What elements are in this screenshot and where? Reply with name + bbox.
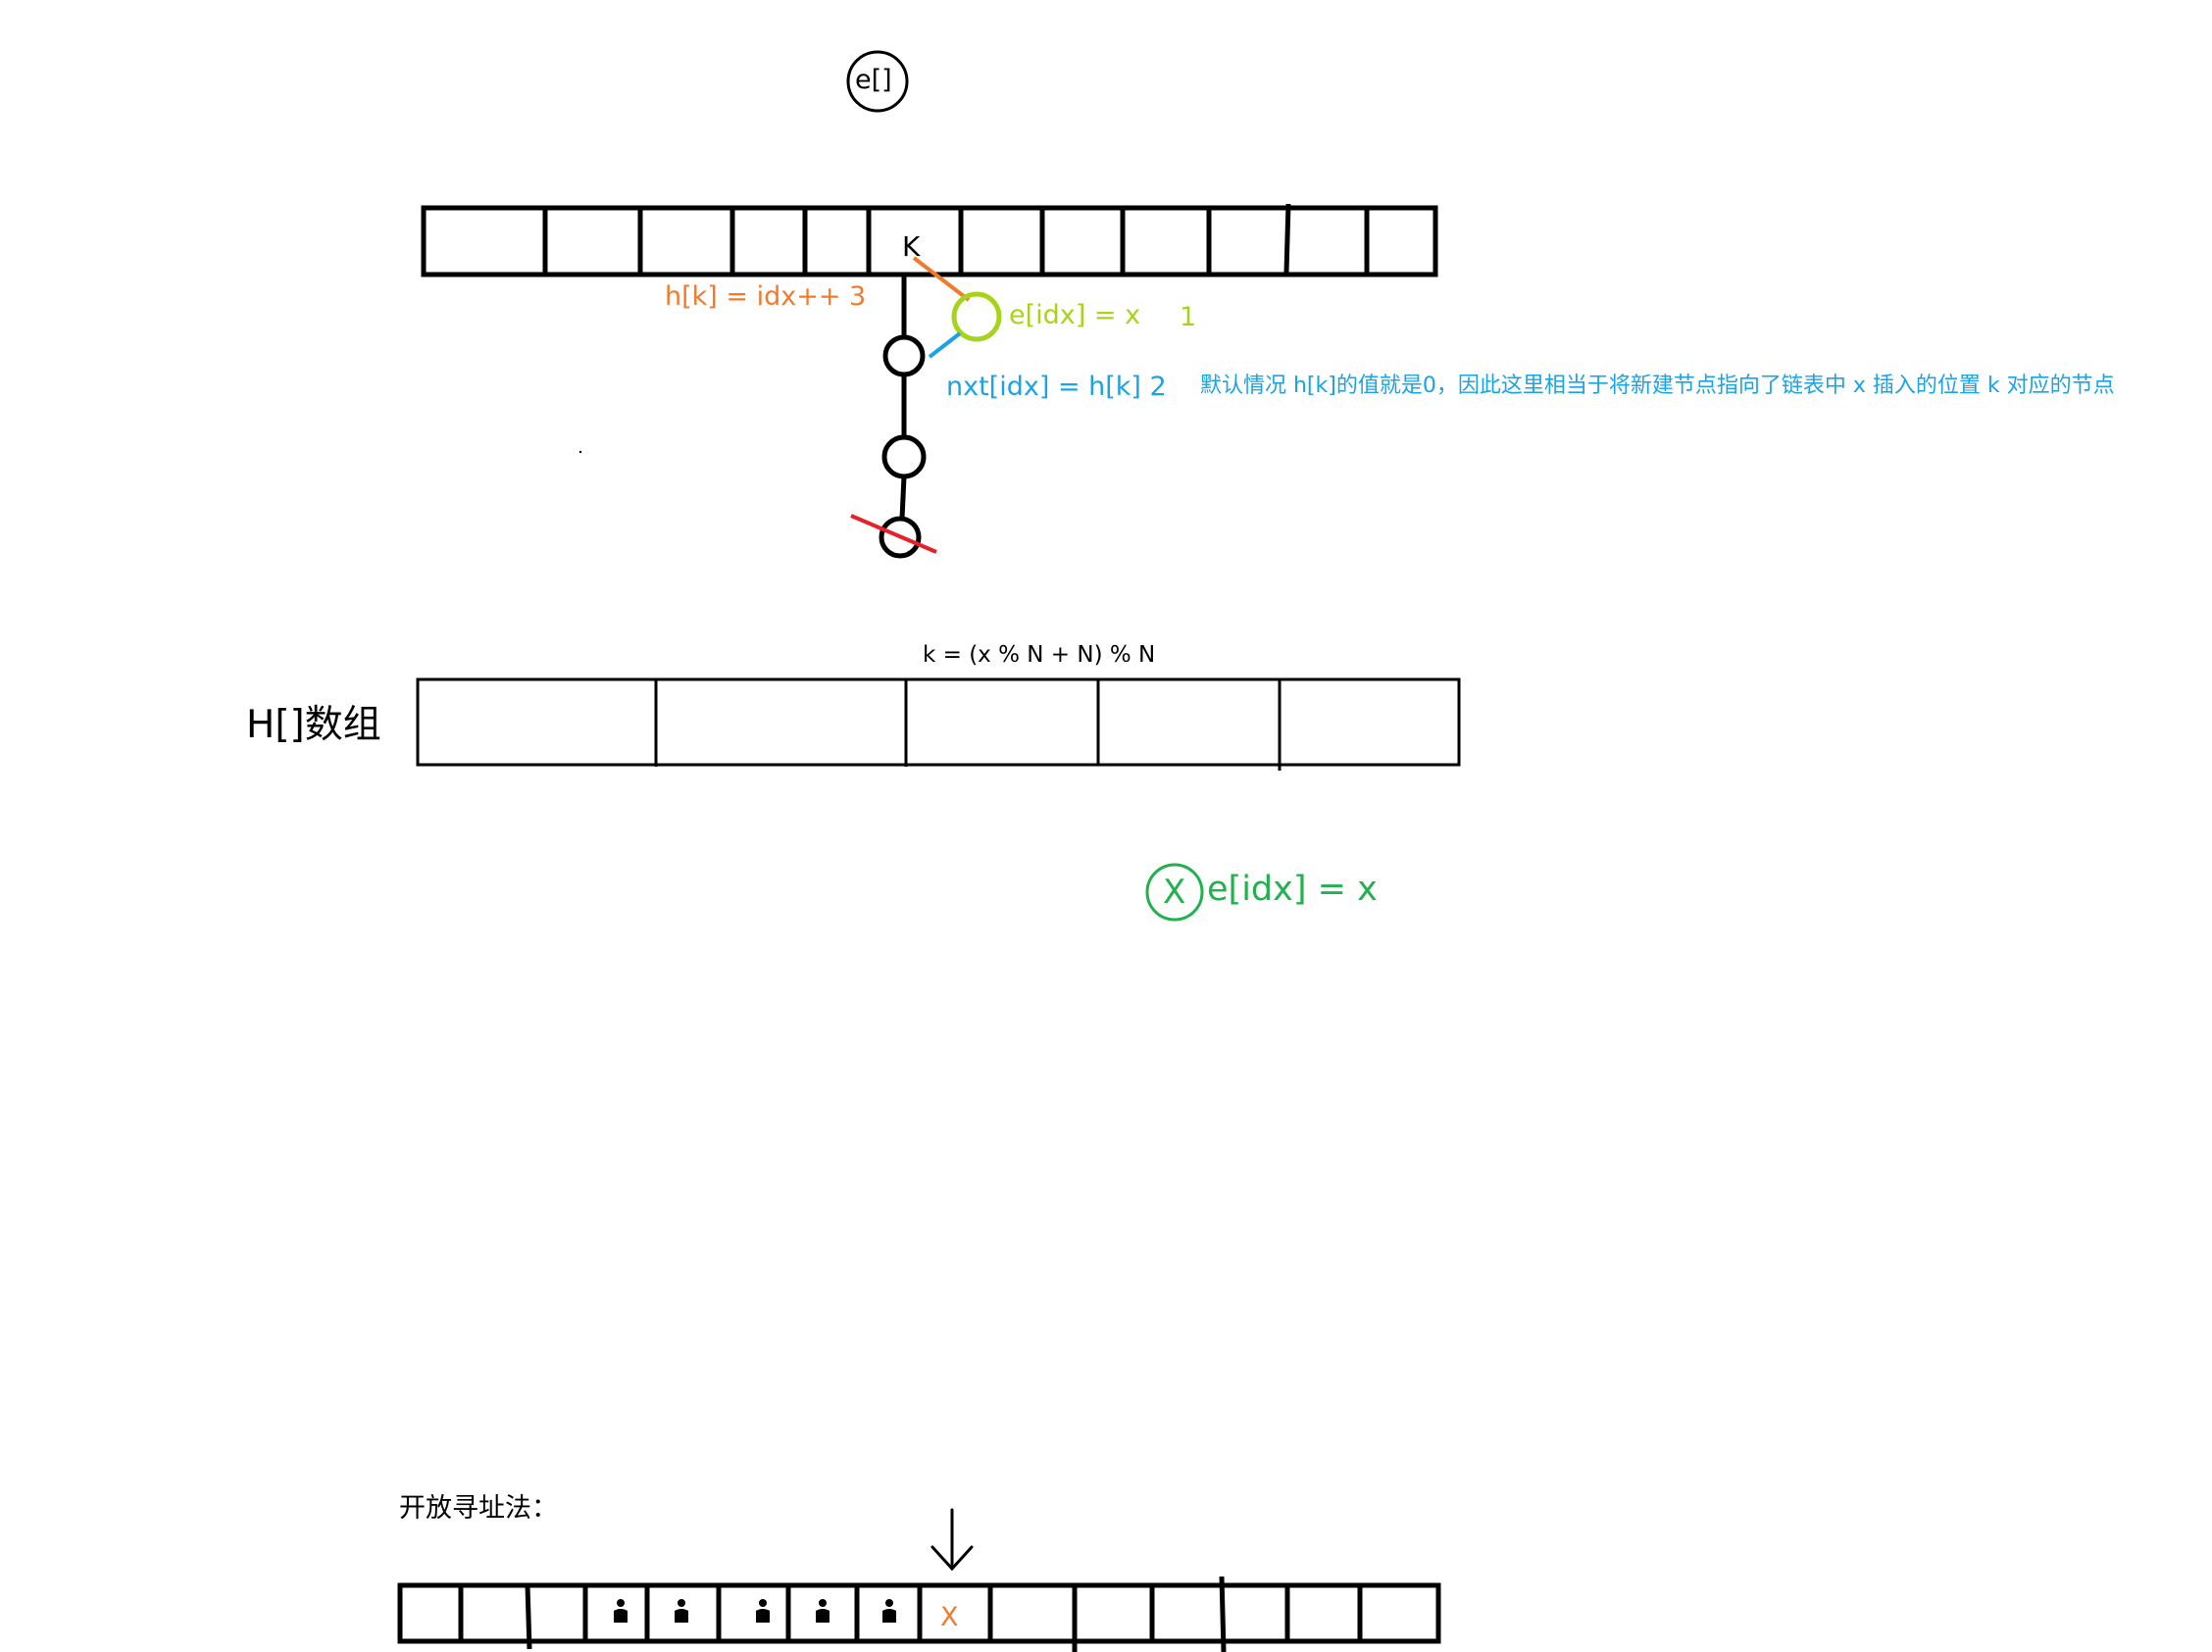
e-array-circle	[846, 50, 909, 113]
top-array	[421, 203, 1438, 277]
step3-label: h[k] = idx++ 3	[665, 281, 867, 312]
person-icon	[614, 1599, 628, 1623]
person-icon	[816, 1599, 830, 1623]
blue-pointer	[928, 331, 962, 359]
linked-list-chain	[879, 275, 927, 559]
orange-pointer	[912, 256, 971, 302]
step1-expr: e[idx] = x	[1009, 300, 1141, 330]
person-icon	[882, 1599, 896, 1623]
x-assign-label: e[idx] = x	[1207, 870, 1378, 909]
new-node	[951, 291, 1002, 342]
null-strike	[850, 514, 937, 554]
open-address-array	[397, 1576, 1441, 1652]
h-array	[416, 677, 1461, 771]
list-node-null	[879, 516, 922, 559]
step2-label: nxt[idx] = h[k] 2	[946, 372, 1167, 402]
x-circle-label: X	[1163, 873, 1186, 912]
down-arrow-icon	[930, 1508, 974, 1572]
hash-formula: k = (x % N + N) % N	[923, 642, 1156, 668]
slot-k-label: K	[902, 230, 921, 263]
person-icon	[675, 1599, 688, 1623]
step1-num: 1	[1180, 302, 1197, 332]
h-array-label: H[]数组	[246, 703, 381, 747]
person-icon	[756, 1599, 770, 1623]
open-slot-x: X	[940, 1602, 959, 1632]
open-addressing-label: 开放寻址法：	[399, 1493, 558, 1524]
x-circle	[1145, 863, 1204, 922]
note-text: 默认情况 h[k]的值就是0，因此这里相当于将新建节点指向了链表中 x 插入的位…	[1200, 374, 2115, 398]
e-array-label: e[]	[855, 65, 892, 95]
stray-dot	[578, 450, 582, 454]
list-node-2	[881, 434, 927, 479]
list-node-1	[882, 334, 926, 377]
